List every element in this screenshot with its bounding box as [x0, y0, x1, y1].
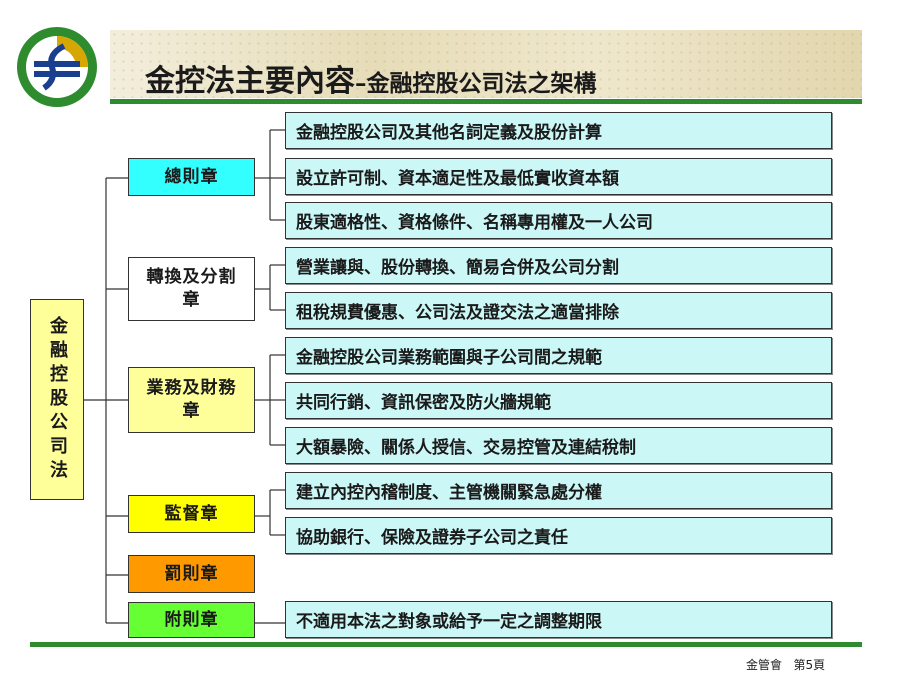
title-main: 金控法主要內容	[145, 64, 355, 99]
item-box: 金融控股公司及其他名詞定義及股份計算	[285, 112, 832, 149]
header-banner	[110, 30, 862, 98]
item-text: 不適用本法之對象或給予一定之調整期限	[296, 612, 602, 632]
item-box: 設立許可制、資本適足性及最低實收資本額	[285, 158, 832, 195]
item-text: 金融控股公司及其他名詞定義及股份計算	[296, 123, 602, 143]
item-box: 營業讓與、股份轉換、簡易合併及公司分割	[285, 247, 832, 284]
chapter-conversion-split: 轉換及分割章	[128, 257, 255, 321]
item-text: 共同行銷、資訊保密及防火牆規範	[296, 393, 551, 413]
item-text: 金融控股公司業務範圍與子公司間之規範	[296, 348, 602, 368]
chapter-supervision: 監督章	[128, 495, 255, 533]
title-underline	[110, 99, 862, 104]
chapter-label: 總則章	[164, 166, 219, 187]
item-box: 協助銀行、保險及證券子公司之責任	[285, 517, 832, 554]
item-text: 營業讓與、股份轉換、簡易合併及公司分割	[296, 258, 619, 278]
item-box: 共同行銷、資訊保密及防火牆規範	[285, 382, 832, 419]
chapter-penalties: 罰則章	[128, 555, 255, 593]
chapter-general: 總則章	[128, 158, 255, 196]
item-text: 股東適格性、資格條件、名稱專用權及一人公司	[296, 213, 653, 233]
logo-icon	[17, 27, 97, 107]
page-number: 第5頁	[793, 658, 826, 672]
item-box: 建立內控內稽制度、主管機關緊急處分權	[285, 472, 832, 509]
item-text: 設立許可制、資本適足性及最低實收資本額	[296, 169, 619, 189]
page-title: 金控法主要內容–金融控股公司法之架構	[145, 56, 597, 99]
footer-rule	[30, 642, 862, 647]
root-label: 金融控股公司法	[47, 315, 68, 484]
footer-org: 金管會	[746, 658, 783, 672]
chapter-business-finance: 業務及財務章	[128, 367, 255, 433]
item-box: 租稅規費優惠、公司法及證交法之適當排除	[285, 292, 832, 329]
item-text: 建立內控內稽制度、主管機關緊急處分權	[296, 483, 602, 503]
title-subtitle: –金融控股公司法之架構	[355, 70, 597, 97]
chapter-label: 監督章	[164, 503, 219, 524]
item-box: 金融控股公司業務範圍與子公司間之規範	[285, 337, 832, 374]
footer: 金管會 第5頁	[746, 656, 825, 673]
item-box: 股東適格性、資格條件、名稱專用權及一人公司	[285, 202, 832, 239]
chapter-label: 罰則章	[164, 563, 219, 584]
item-box: 不適用本法之對象或給予一定之調整期限	[285, 601, 832, 638]
chapter-label: 轉換及分割章	[146, 267, 237, 310]
chapter-label: 業務及財務章	[146, 378, 237, 421]
item-text: 協助銀行、保險及證券子公司之責任	[296, 528, 568, 548]
item-text: 租稅規費優惠、公司法及證交法之適當排除	[296, 303, 619, 323]
root-node-fhc-act: 金融控股公司法	[30, 299, 84, 500]
chapter-supplementary: 附則章	[128, 602, 255, 638]
item-box: 大額暴險、關係人授信、交易控管及連結稅制	[285, 427, 832, 464]
chapter-label: 附則章	[164, 609, 219, 630]
item-text: 大額暴險、關係人授信、交易控管及連結稅制	[296, 438, 636, 458]
